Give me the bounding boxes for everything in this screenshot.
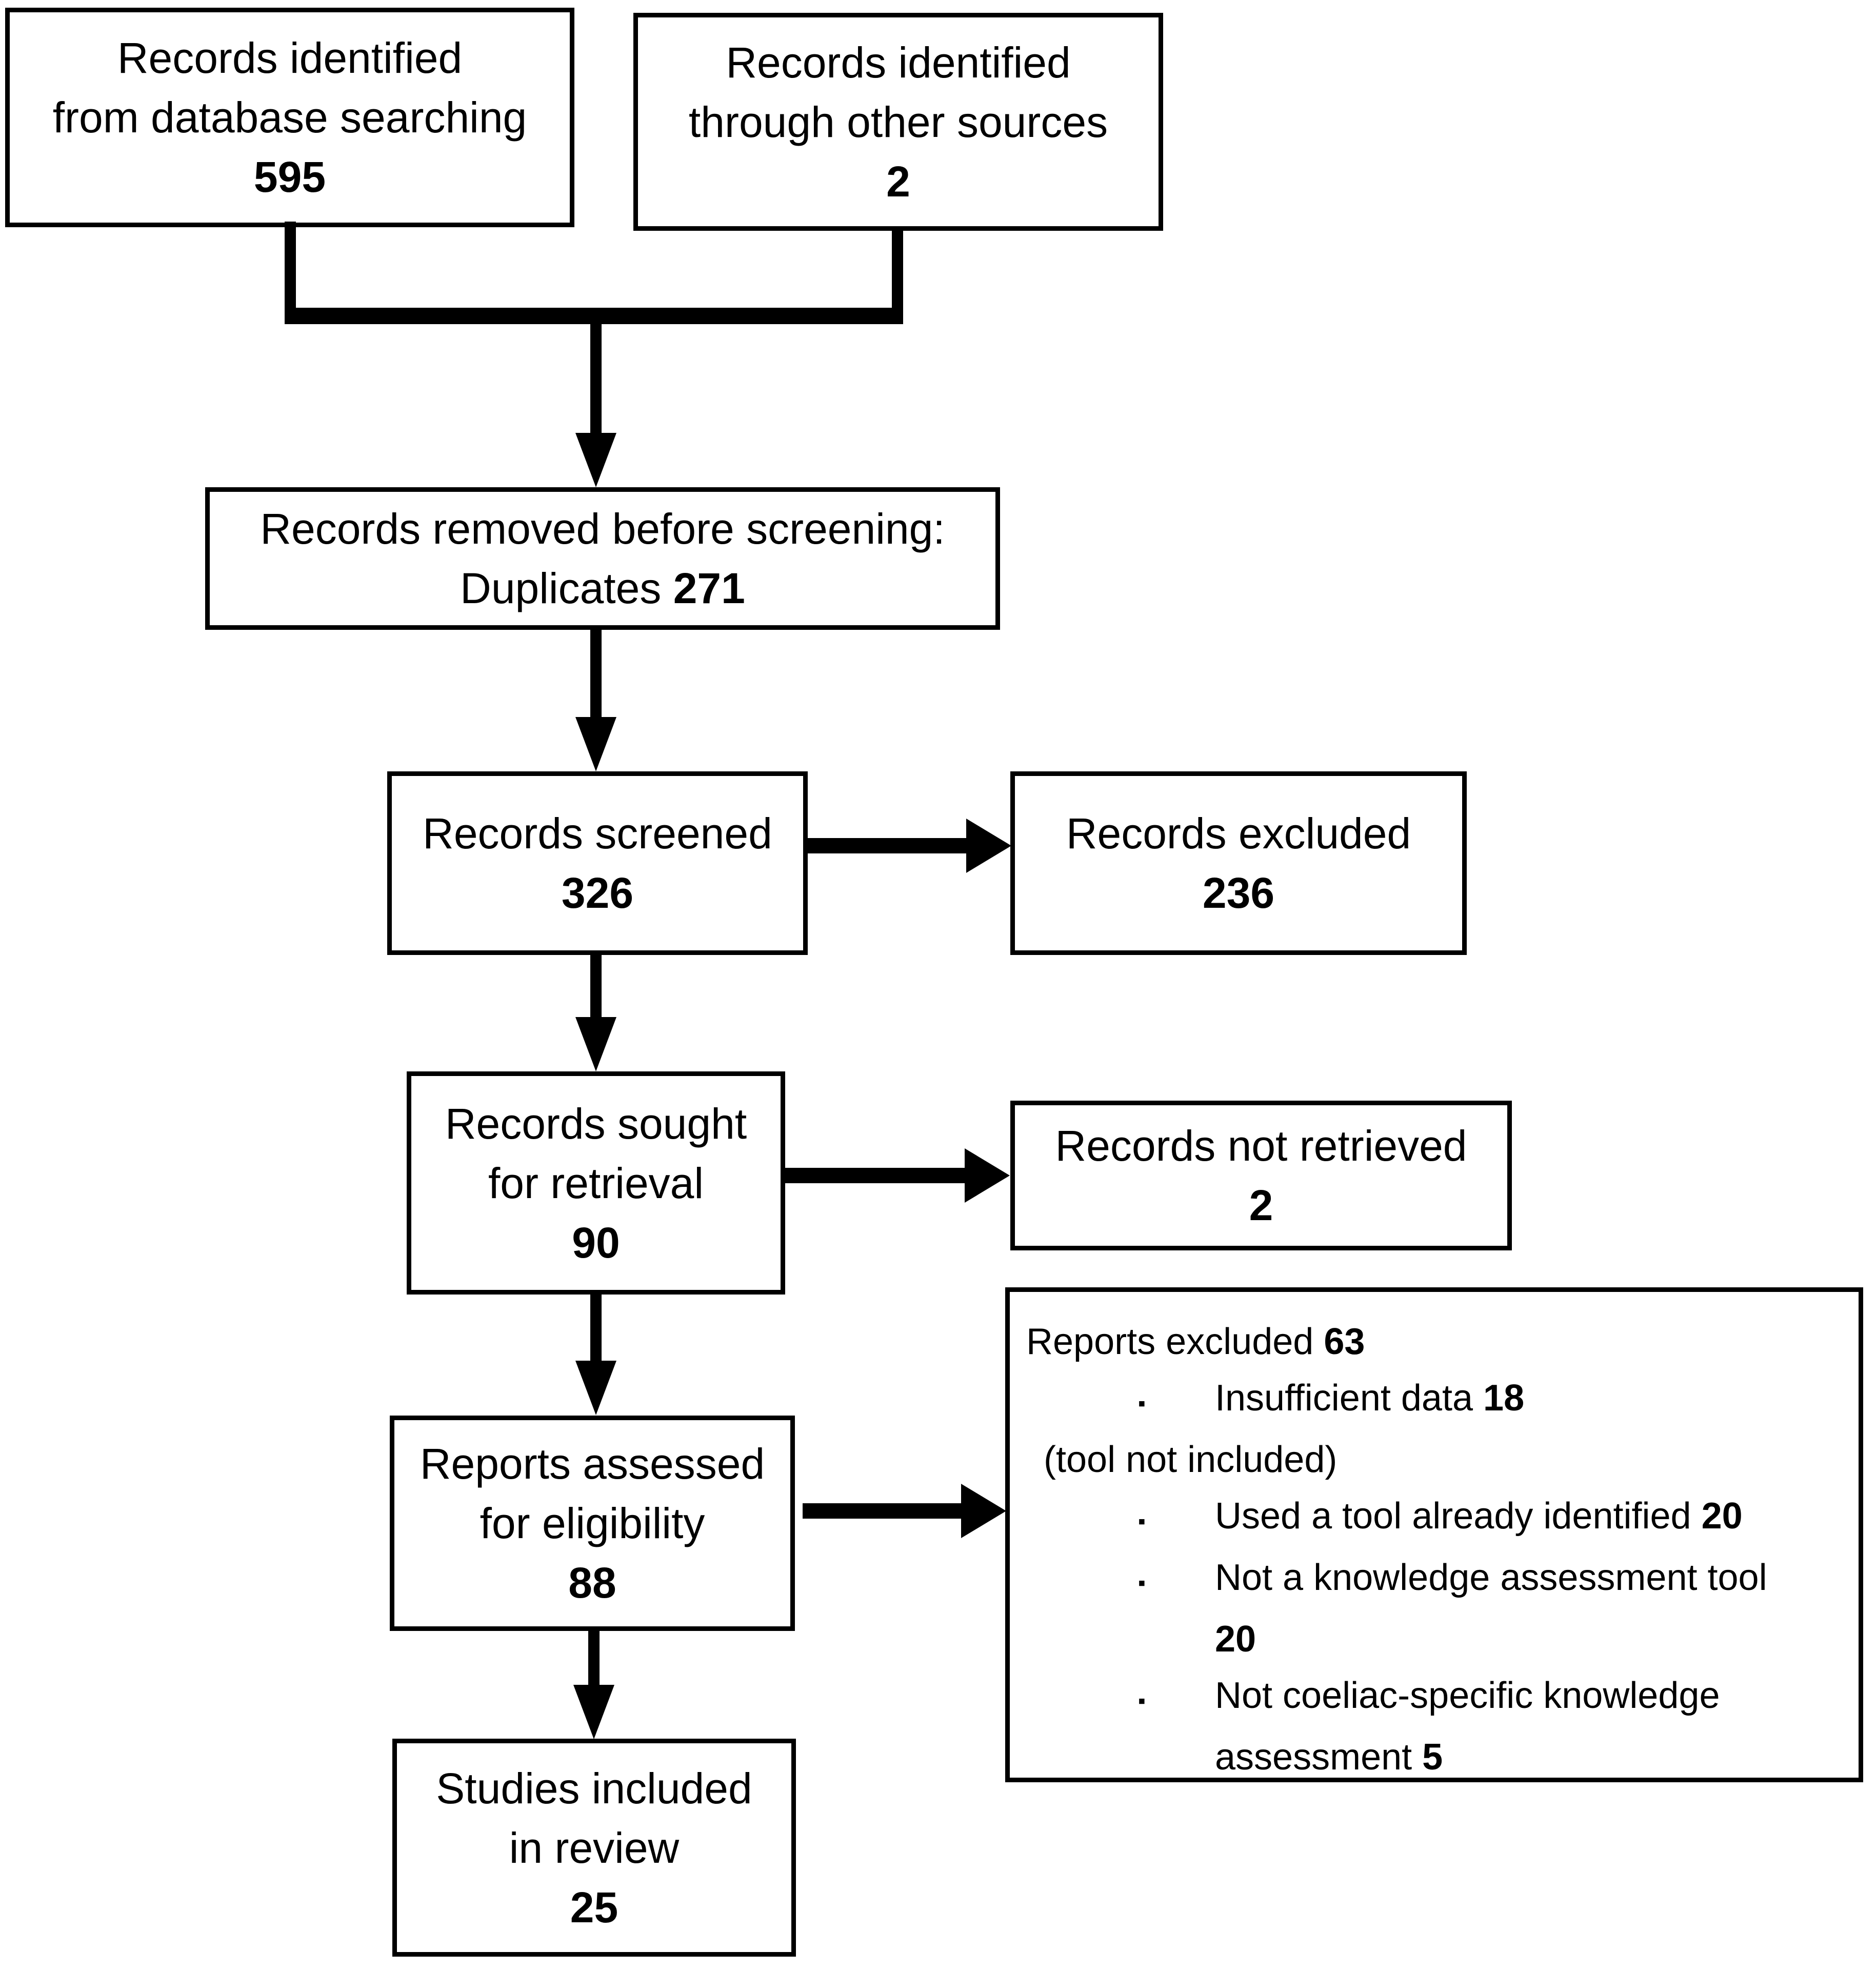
box-label-line: Records not retrieved [1055,1122,1467,1170]
connector-left-stem [285,222,296,324]
arrowhead-right-to-reports-excluded-box [961,1484,1006,1538]
box-label-line: Duplicates 271 [460,559,745,618]
box-records-screened: Records screened 326 [387,771,808,955]
duplicates-label: Duplicates [460,564,673,612]
box-label-line: Records excluded [1066,809,1411,858]
arrowhead-down-to-removed-box [575,433,616,487]
box-count: 595 [253,153,326,201]
connector-shaft-assessed-to-reports-excluded [803,1503,963,1519]
arrowhead-down-to-sought-box [575,1017,616,1071]
exclusion-reason-item: ▪Not a knowledge assessment tool [1138,1549,1767,1611]
box-count: 236 [1202,869,1275,917]
box-records-not-retrieved: Records not retrieved 2 [1010,1101,1512,1250]
box-count: 2 [1249,1181,1273,1229]
box-label-line: Records identified [726,38,1071,87]
box-reports-excluded-reasons: Reports excluded 63 ▪Insufficient data 1… [1005,1287,1863,1782]
box-records-identified-database: Records identified from database searchi… [5,8,574,227]
arrowhead-right-to-excluded-box [966,819,1011,873]
connector-shaft-sought-to-not-retrieved [785,1168,965,1183]
box-records-identified-other-sources: Records identified through other sources… [633,13,1163,231]
box-label-line: from database searching [52,93,527,142]
connector-center-stem [590,323,602,433]
box-count: 88 [568,1559,616,1607]
box-label-line: Studies included [436,1764,752,1813]
exclusion-reason-wrapped-line: assessment 5 [1215,1737,1443,1778]
box-label-line: Records sought [445,1099,747,1148]
box-label-line: Records removed before screening: [260,505,945,553]
box-records-removed-before-screening: Records removed before screening: Duplic… [205,487,1000,630]
arrowhead-down-to-screened-box [575,717,616,771]
box-label-line: in review [509,1823,680,1872]
square-bullet-icon: ▪ [1138,1391,1146,1415]
arrowhead-down-to-included-box [573,1685,614,1739]
box-label-line: for retrieval [488,1159,704,1207]
box-label-line: Reports assessed [420,1440,765,1488]
connector-stem-screened-to-sought [590,955,602,1018]
connector-merge-bar [285,308,903,324]
box-records-sought-for-retrieval: Records sought for retrieval 90 [407,1071,785,1295]
arrowhead-right-to-not-retrieved-box [965,1148,1010,1203]
box-count: 25 [570,1883,618,1932]
exclusion-reason-item: ▪Used a tool already identified 20 [1138,1488,1743,1549]
box-label-line: through other sources [688,97,1108,146]
connector-right-stem [892,227,903,324]
box-count: 271 [673,564,745,612]
connector-shaft-screened-to-excluded [808,838,968,853]
square-bullet-icon: ▪ [1138,1570,1146,1595]
exclusion-reason-wrapped-count: 20 [1215,1619,1256,1660]
exclusion-reason-note: (tool not included) [1044,1439,1338,1480]
exclusion-reason-item: ▪Not coeliac-specific knowledge [1138,1667,1720,1729]
box-count: 2 [886,157,910,206]
box-count: 326 [561,869,634,917]
square-bullet-icon: ▪ [1138,1688,1146,1713]
connector-stem-assessed-to-included [588,1631,600,1686]
exclusion-reason-item: ▪Insufficient data 18 [1138,1370,1524,1431]
connector-stem-sought-to-assessed [590,1295,602,1362]
box-records-excluded: Records excluded 236 [1010,771,1467,955]
box-label-line: Records screened [423,809,772,858]
reports-excluded-title: Reports excluded 63 [1026,1321,1365,1362]
box-label-line: Records identified [117,34,463,82]
square-bullet-icon: ▪ [1138,1509,1146,1533]
box-count: 90 [572,1218,620,1267]
box-label-line: for eligibility [480,1499,705,1547]
box-studies-included-in-review: Studies included in review 25 [392,1739,796,1957]
box-reports-assessed-for-eligibility: Reports assessed for eligibility 88 [390,1416,795,1631]
connector-stem-removed-to-screened [590,630,602,718]
arrowhead-down-to-assessed-box [575,1361,616,1415]
reports-excluded-count: 63 [1324,1321,1365,1362]
